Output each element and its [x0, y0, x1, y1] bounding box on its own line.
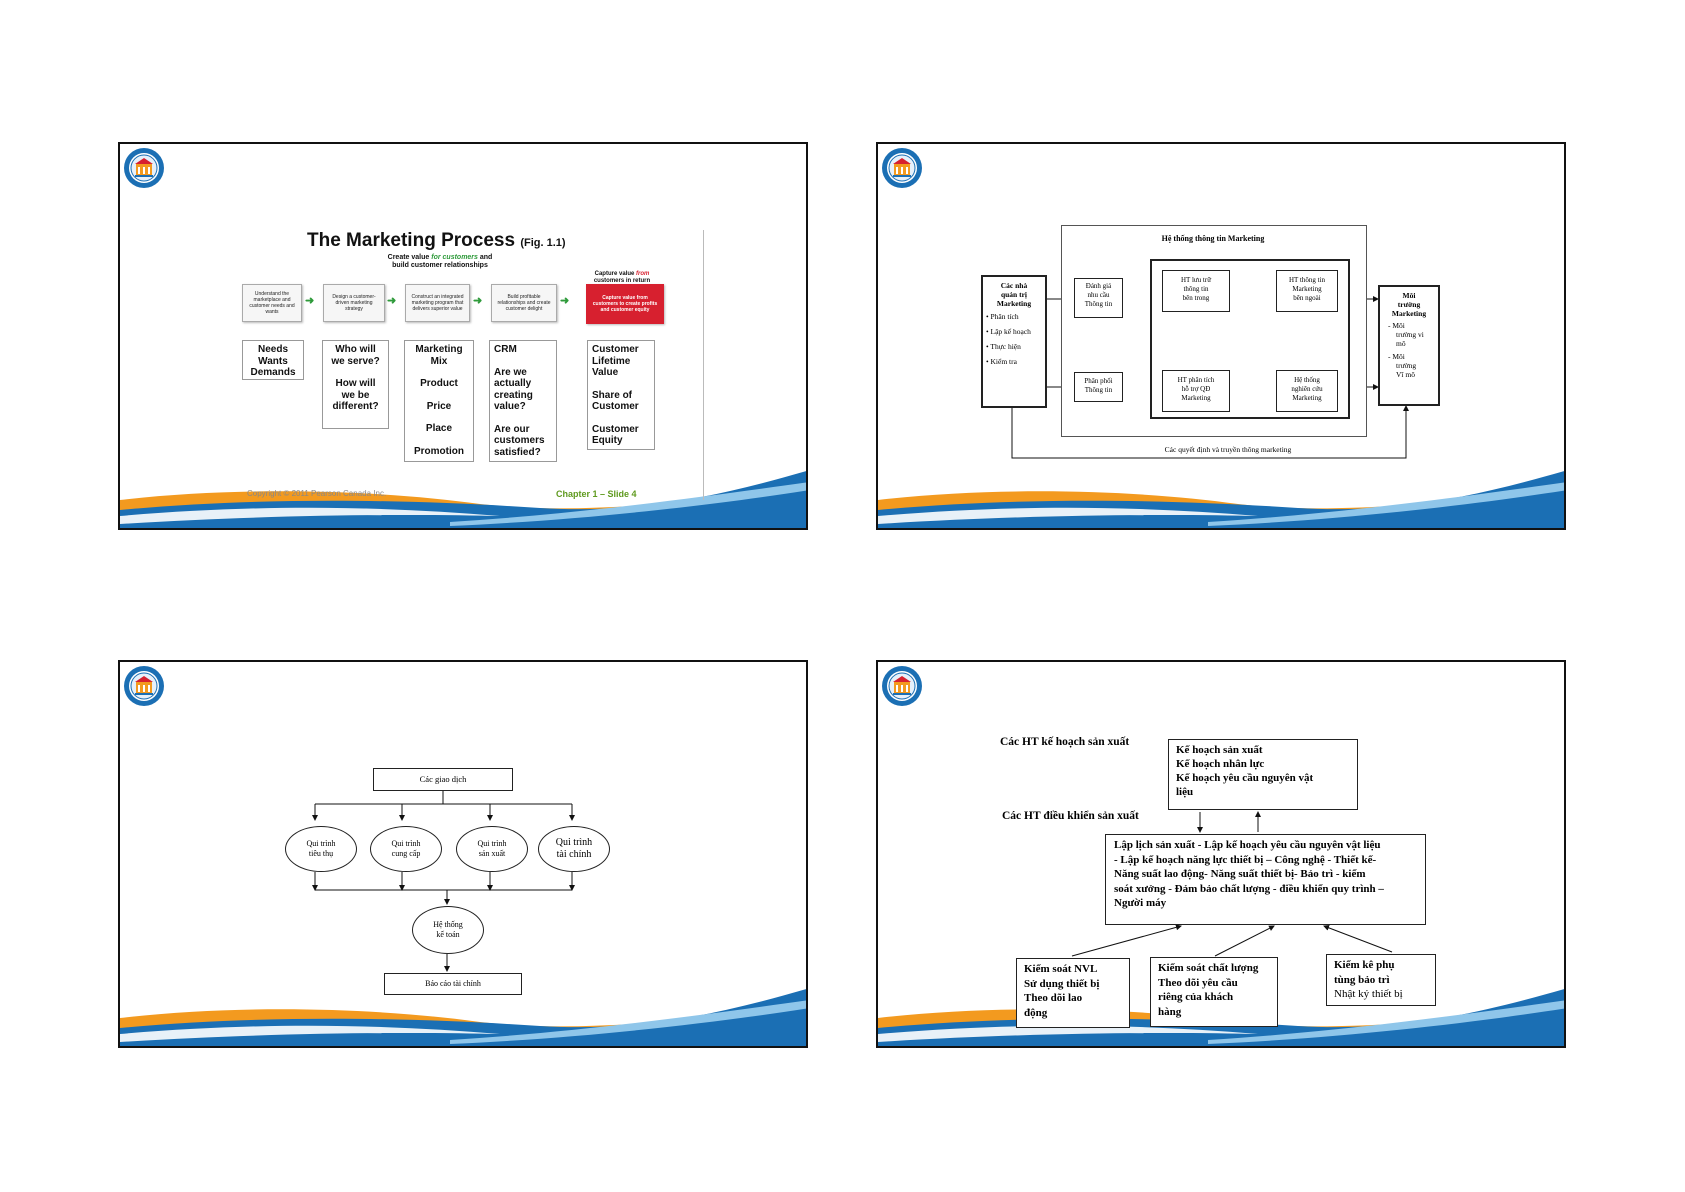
figure-subtitle: Create value for customers and build cus…	[387, 254, 493, 269]
step-construct: Construct an integrated marketing progra…	[405, 284, 470, 322]
control-systems-label: Các HT điều khiển sản xuất	[1002, 810, 1139, 822]
slide-decoration	[120, 144, 808, 530]
figure-number: (Fig. 1.1)	[520, 237, 566, 249]
system-title: Hệ thống thông tin Marketing	[1161, 234, 1265, 243]
chapter-label: Chapter 1 – Slide 4	[556, 489, 637, 499]
capture-label: Capture value from customers in return	[593, 271, 651, 284]
slide-marketing-process: The Marketing Process (Fig. 1.1) Create …	[118, 142, 808, 530]
step-design: Design a customer-driven marketing strat…	[323, 284, 385, 322]
arrow-right-icon: ➜	[387, 295, 397, 307]
connector-lines	[1071, 811, 1393, 957]
transactions-box: Các giao dịch	[373, 768, 513, 791]
copyright-text: Copyright © 2011 Pearson Canada Inc.	[247, 489, 387, 498]
decisions-label: Các quyết định và truyền thông marketing	[1078, 445, 1378, 454]
step-build: Build profitable relationships and creat…	[491, 284, 557, 322]
financial-report-box: Báo cáo tài chính	[384, 973, 522, 995]
slide-production-systems: Các HT kế hoạch sản xuất Kế hoạch sản xu…	[876, 660, 1566, 1048]
control-items-box: Lập lịch sản xuất - Lập kế hoạch yêu cầu…	[1105, 834, 1426, 925]
university-logo-icon	[123, 147, 165, 189]
figure-title: The Marketing Process (Fig. 1.1)	[307, 230, 566, 251]
arrow-right-icon: ➜	[473, 295, 483, 307]
arrow-right-icon: ➜	[560, 295, 570, 307]
step-understand: Understand the marketplace and customer …	[242, 284, 302, 322]
step-capture: Capture value from customers to create p…	[586, 284, 664, 324]
arrow-right-icon: ➜	[305, 295, 315, 307]
figure-right-border	[703, 230, 704, 500]
plan-systems-label: Các HT kế hoạch sản xuất	[1000, 736, 1130, 748]
